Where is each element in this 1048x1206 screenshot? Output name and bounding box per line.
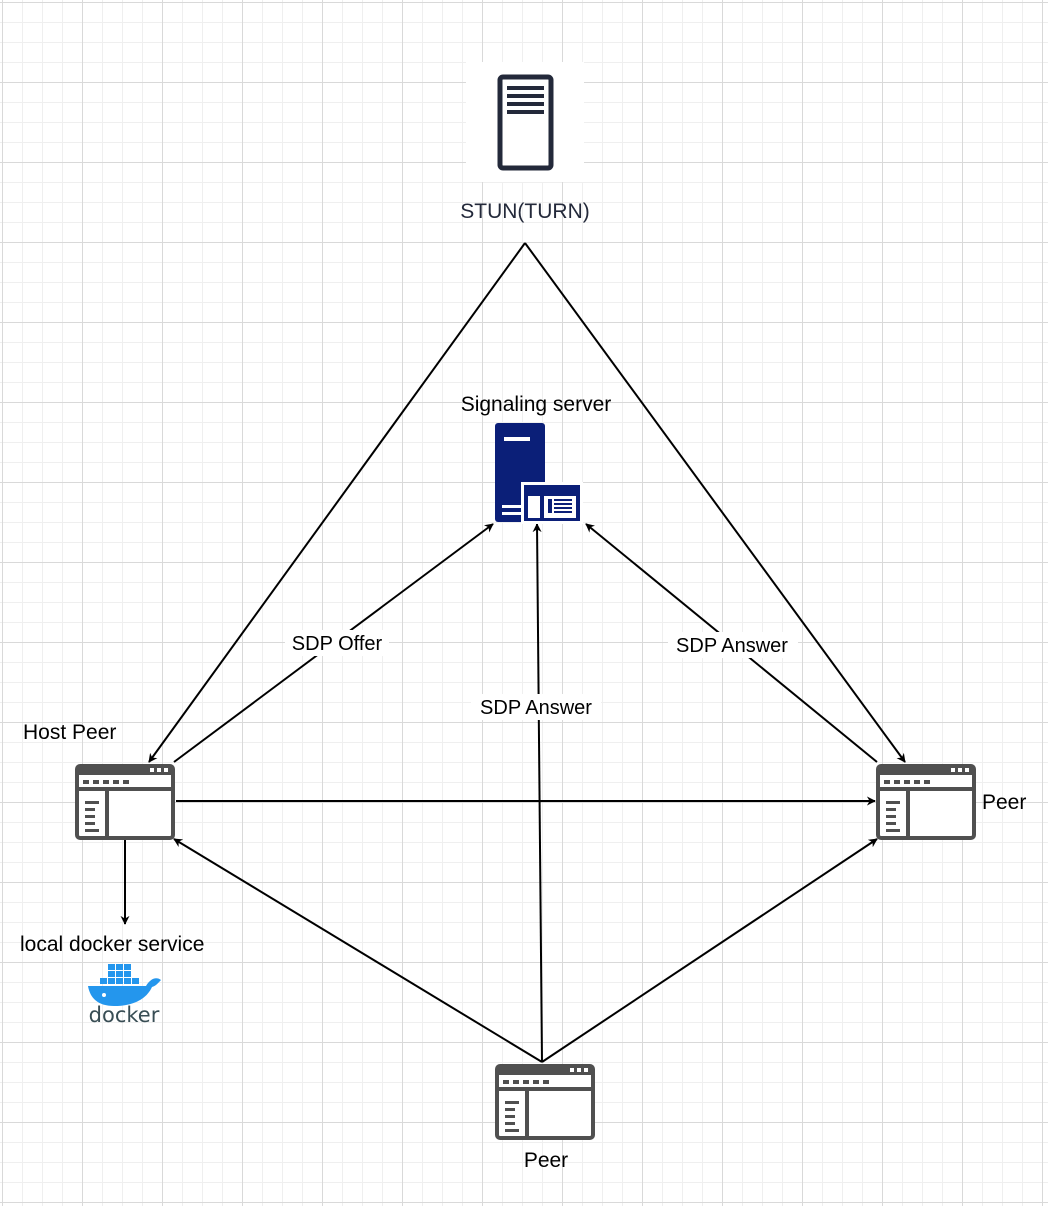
right-peer-label: Peer: [982, 791, 1026, 814]
bottom-peer-label: Peer: [524, 1149, 568, 1172]
edge-stun-to-host-peer: [148, 242, 526, 763]
docker-label: local docker service: [20, 933, 204, 956]
edge-label-sdp-answer-bottom: SDP Answer: [471, 694, 601, 720]
right-peer-browser-icon: [876, 764, 976, 840]
edge-bottom-to-signaling: [532, 523, 543, 1063]
signaling-label: Signaling server: [461, 393, 612, 416]
signaling-server-node: Signaling server: [461, 393, 612, 524]
svg-text:SDP Answer: SDP Answer: [480, 697, 592, 719]
edge-stun-to-right-peer: [524, 242, 906, 763]
stun-label: STUN(TURN): [460, 200, 589, 223]
edge-bottom-to-host-peer: [173, 838, 543, 1063]
host-peer-label: Host Peer: [23, 721, 116, 744]
edge-bottom-to-right-peer: [541, 838, 878, 1063]
svg-text:SDP Offer: SDP Offer: [292, 633, 383, 655]
svg-text:SDP Answer: SDP Answer: [676, 635, 788, 657]
docker-node: local docker service docker: [20, 933, 204, 1027]
server-browser-icon: [495, 423, 583, 524]
edges: [120, 242, 906, 1063]
bottom-peer-browser-icon: [495, 1064, 595, 1140]
bottom-peer-node: Peer: [495, 1064, 595, 1172]
host-peer-node: Host Peer: [23, 721, 175, 840]
docker-logo-text: docker: [89, 1003, 160, 1027]
edge-label-sdp-offer: SDP Offer: [285, 630, 389, 656]
right-peer-node: Peer: [876, 764, 1026, 840]
stun-icon-backdrop: [466, 62, 584, 182]
server-icon: [497, 74, 554, 171]
edge-label-sdp-answer-right: SDP Answer: [668, 632, 798, 658]
host-peer-browser-icon: [75, 764, 175, 840]
stun-server-node: STUN(TURN): [460, 62, 590, 223]
docker-whale-icon: [88, 964, 161, 1006]
